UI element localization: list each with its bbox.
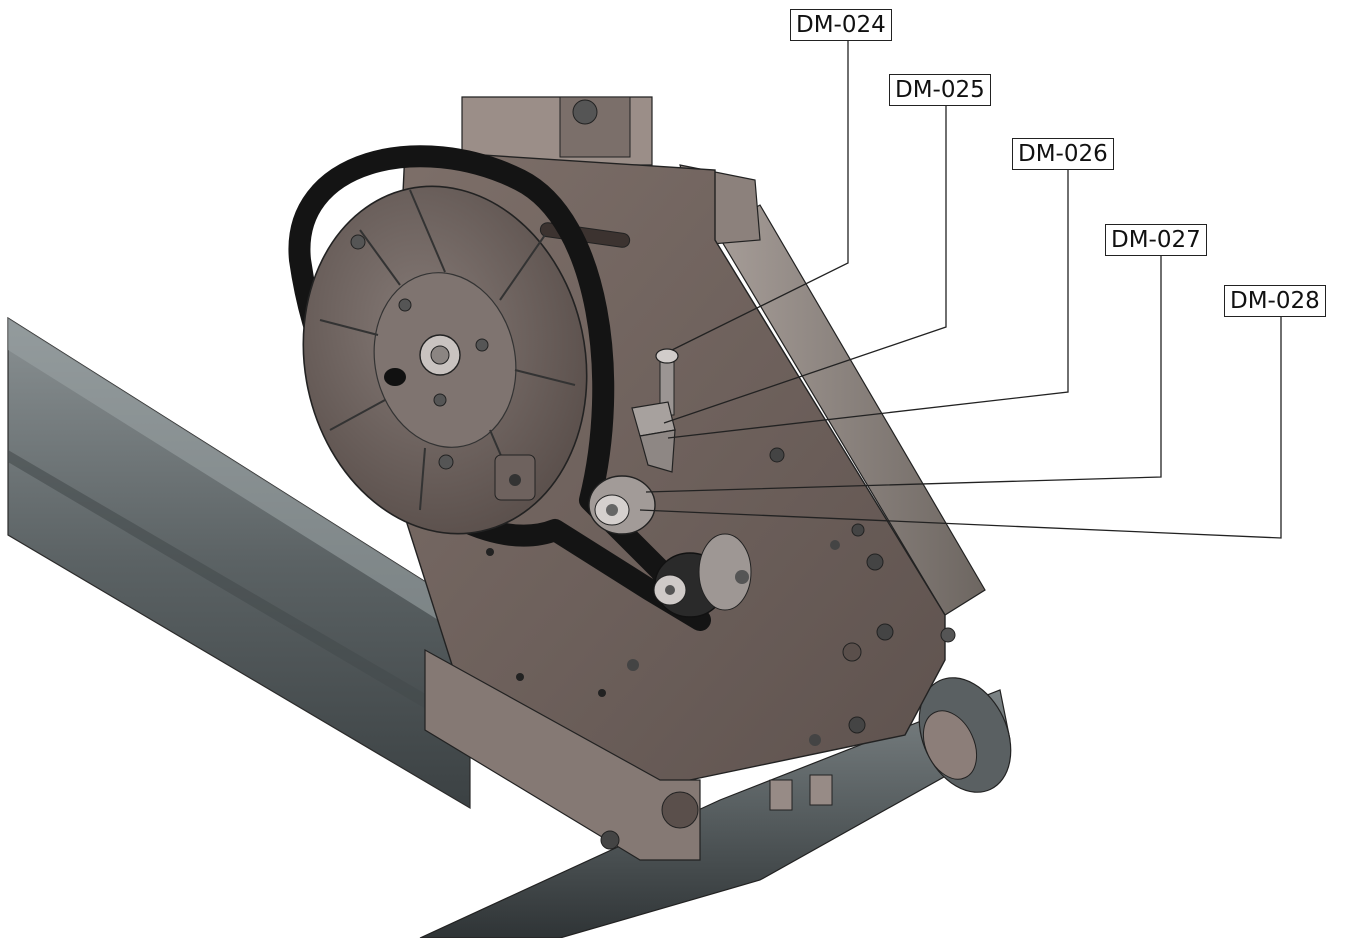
callout-dm-024: DM-024	[790, 9, 892, 41]
callout-dm-027: DM-027	[1105, 224, 1207, 256]
leader-dm-024	[671, 40, 849, 351]
plate-bolts	[486, 447, 956, 746]
callout-dm-025: DM-025	[889, 74, 991, 106]
frame-tube	[7, 316, 471, 810]
bottom-axle	[419, 677, 1012, 938]
upper-post	[461, 96, 653, 166]
idler-pulley	[588, 475, 656, 535]
leader-dm-027	[645, 255, 1162, 493]
leader-dm-026	[667, 169, 1069, 439]
leader-lines	[639, 40, 1282, 539]
tension-bracket	[631, 401, 676, 473]
tension-bolt	[655, 348, 679, 416]
callout-dm-028: DM-028	[1224, 285, 1326, 317]
motor-pulley	[653, 533, 752, 618]
flywheel	[302, 185, 588, 535]
callout-dm-026: DM-026	[1012, 138, 1114, 170]
leader-dm-025	[663, 105, 947, 424]
leader-dm-028	[639, 316, 1282, 539]
lower-bracket	[424, 648, 833, 861]
